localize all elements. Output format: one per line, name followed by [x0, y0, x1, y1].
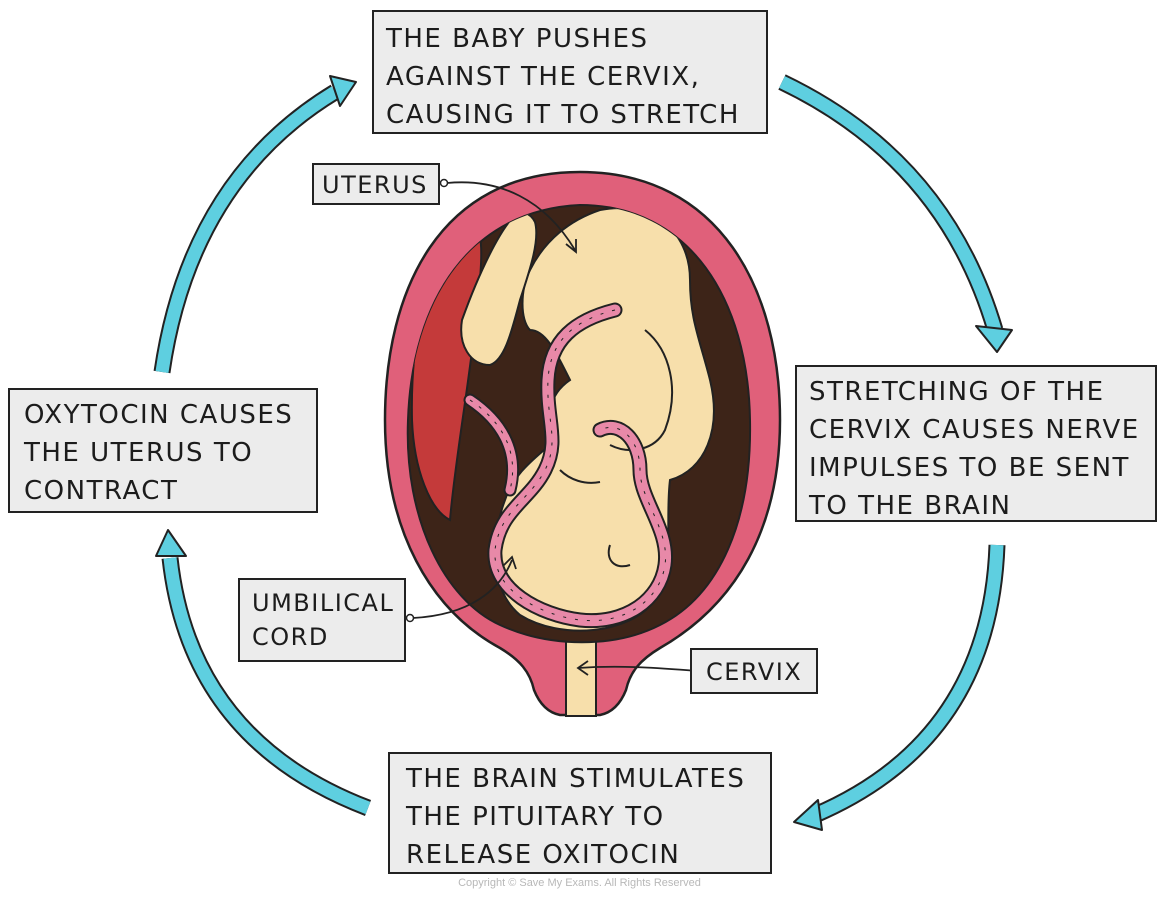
cervix-label: CERVIX: [690, 648, 818, 694]
cycle-arrow-3: [156, 530, 368, 808]
cervix-canal: [566, 640, 596, 716]
step-2-line-2: CERVIX CAUSES NERVE: [809, 411, 1143, 449]
step-4-line-1: OXYTOCIN CAUSES: [24, 396, 302, 434]
step-2-line-1: STRETCHING OF THE: [809, 373, 1143, 411]
uterus-illustration: [385, 172, 780, 716]
step-box-4: OXYTOCIN CAUSES THE UTERUS TO CONTRACT: [8, 388, 318, 513]
uterus-label: UTERUS: [312, 163, 440, 205]
umbilical-cord-label-line-2: CORD: [252, 620, 392, 654]
step-1-line-2: AGAINST THE CERVIX,: [386, 58, 754, 96]
step-1-line-3: CAUSING IT TO STRETCH: [386, 96, 754, 134]
step-4-line-3: CONTRACT: [24, 472, 302, 510]
umbilical-cord-label: UMBILICAL CORD: [238, 578, 406, 662]
step-3-line-1: THE BRAIN STIMULATES: [406, 760, 754, 798]
uterus-label-text: UTERUS: [322, 168, 430, 202]
umbilical-cord-label-line-1: UMBILICAL: [252, 586, 392, 620]
step-2-line-3: IMPULSES TO BE SENT: [809, 449, 1143, 487]
step-4-line-2: THE UTERUS TO: [24, 434, 302, 472]
step-box-2: STRETCHING OF THE CERVIX CAUSES NERVE IM…: [795, 365, 1157, 522]
cervix-label-text: CERVIX: [706, 655, 808, 689]
step-box-3: THE BRAIN STIMULATES THE PITUITARY TO RE…: [388, 752, 772, 874]
cycle-arrow-4: [162, 76, 356, 372]
step-3-line-2: THE PITUITARY TO: [406, 798, 754, 836]
step-3-line-3: RELEASE OXITOCIN: [406, 836, 754, 874]
step-1-line-1: THE BABY PUSHES: [386, 20, 754, 58]
step-2-line-4: TO THE BRAIN: [809, 487, 1143, 525]
cycle-arrow-1: [782, 82, 1012, 352]
copyright-text: Copyright © Save My Exams. All Rights Re…: [0, 877, 1159, 889]
cycle-arrow-2: [794, 545, 997, 830]
step-box-1: THE BABY PUSHES AGAINST THE CERVIX, CAUS…: [372, 10, 768, 134]
